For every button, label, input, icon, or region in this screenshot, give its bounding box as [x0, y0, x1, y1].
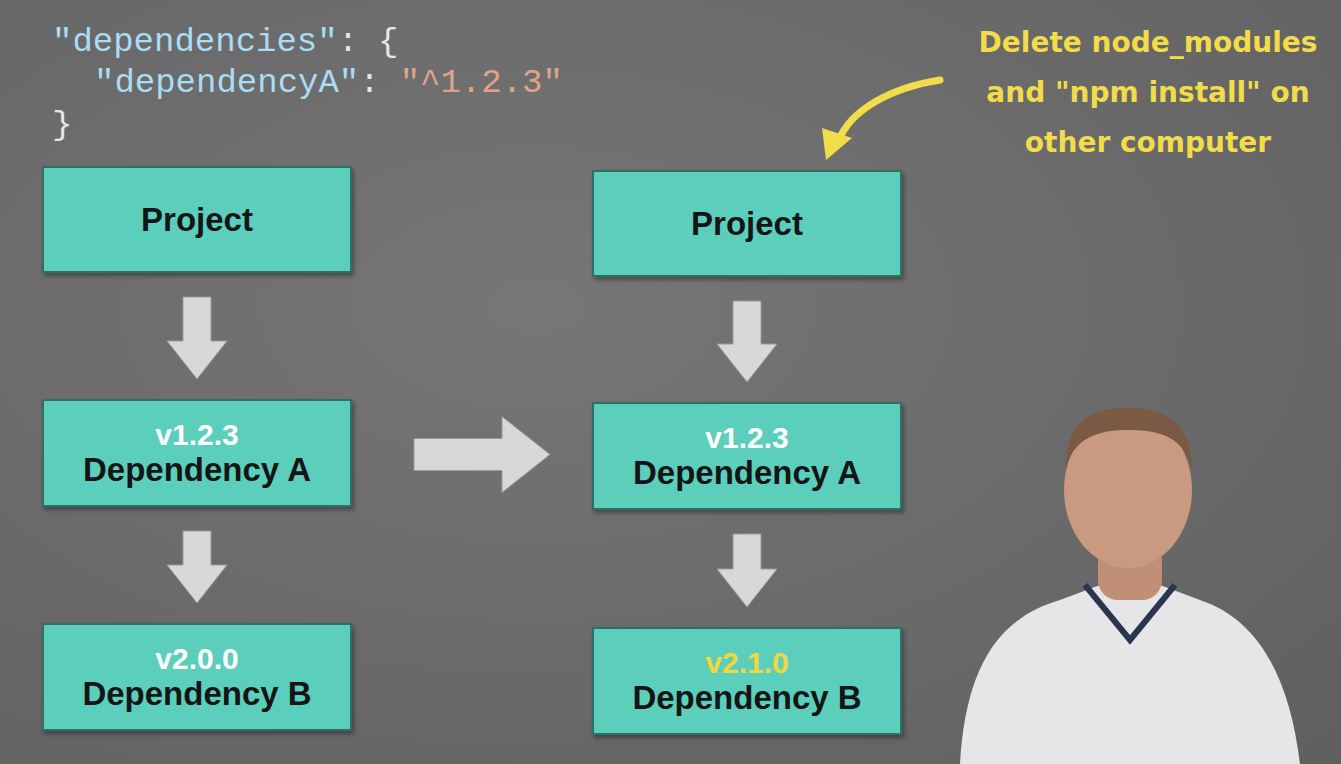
- block-arrow: [167, 531, 227, 603]
- block-arrow: [414, 417, 550, 493]
- code-line: "dependencyA": "^1.2.3": [52, 62, 563, 104]
- presenter-hair: [1066, 408, 1192, 470]
- block-arrow: [717, 534, 777, 607]
- process-box: Project: [592, 170, 902, 277]
- presenter-figure: [960, 408, 1300, 764]
- box-title: Dependency A: [633, 454, 861, 492]
- version-label: v1.2.3: [155, 418, 238, 451]
- code-token: "dependencyA": [94, 62, 359, 104]
- box-title: Project: [141, 201, 253, 239]
- box-title: Project: [691, 205, 803, 243]
- code-token: "dependencies": [52, 21, 338, 63]
- block-arrow: [717, 301, 777, 382]
- callout-arrow-line: [838, 80, 940, 142]
- version-label: v2.0.0: [155, 642, 238, 675]
- version-label: v1.2.3: [705, 421, 788, 454]
- callout-arrow-head: [822, 128, 852, 160]
- box-title: Dependency A: [83, 451, 311, 489]
- presenter-shirt: [960, 585, 1300, 764]
- process-box: v1.2.3Dependency A: [592, 402, 902, 510]
- code-token: }: [52, 104, 72, 146]
- process-box: v2.1.0Dependency B: [592, 627, 902, 735]
- code-line: "dependencies": {: [52, 21, 398, 63]
- code-token: :: [359, 62, 379, 104]
- code-line: }: [52, 104, 72, 146]
- box-title: Dependency B: [632, 679, 861, 717]
- callout-arrow: [822, 80, 940, 160]
- code-token: {: [378, 21, 398, 63]
- process-box: v2.0.0Dependency B: [42, 623, 352, 731]
- callout-note: Delete node_modules and "npm install" on…: [958, 18, 1338, 168]
- process-box: v1.2.3Dependency A: [42, 399, 352, 507]
- block-arrow: [167, 297, 227, 379]
- box-title: Dependency B: [82, 675, 311, 713]
- code-token: :: [338, 21, 358, 63]
- process-box: Project: [42, 166, 352, 273]
- code-token: "^1.2.3": [400, 62, 563, 104]
- version-label: v2.1.0: [705, 646, 788, 679]
